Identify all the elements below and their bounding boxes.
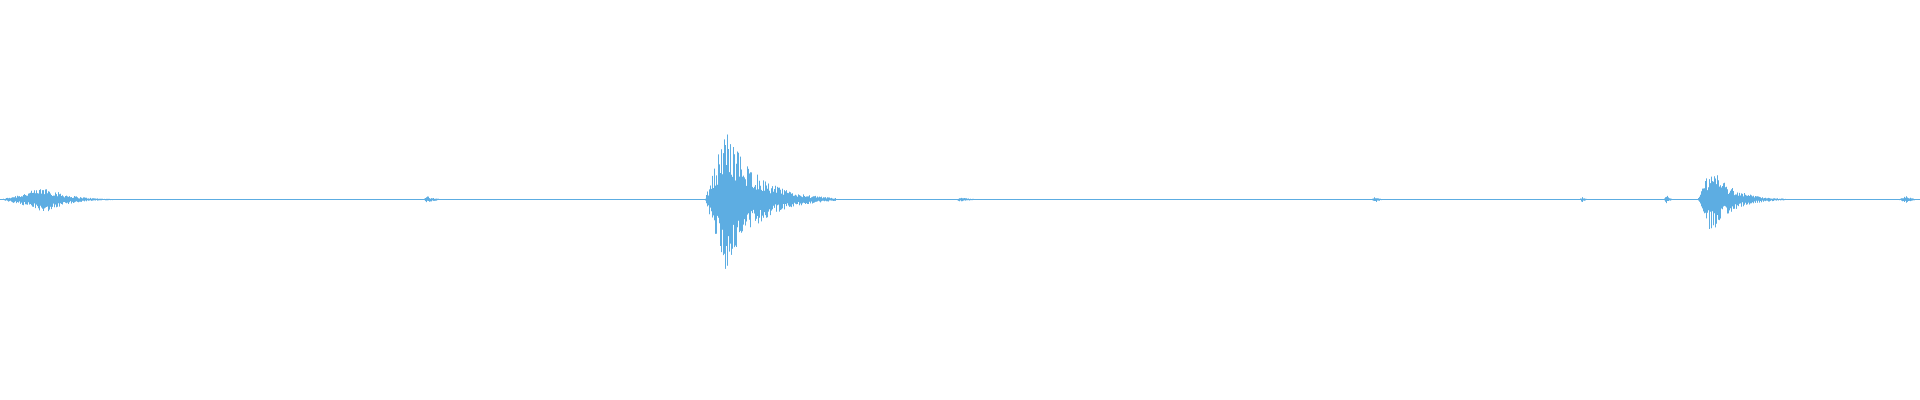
waveform-envelope <box>0 134 1920 269</box>
